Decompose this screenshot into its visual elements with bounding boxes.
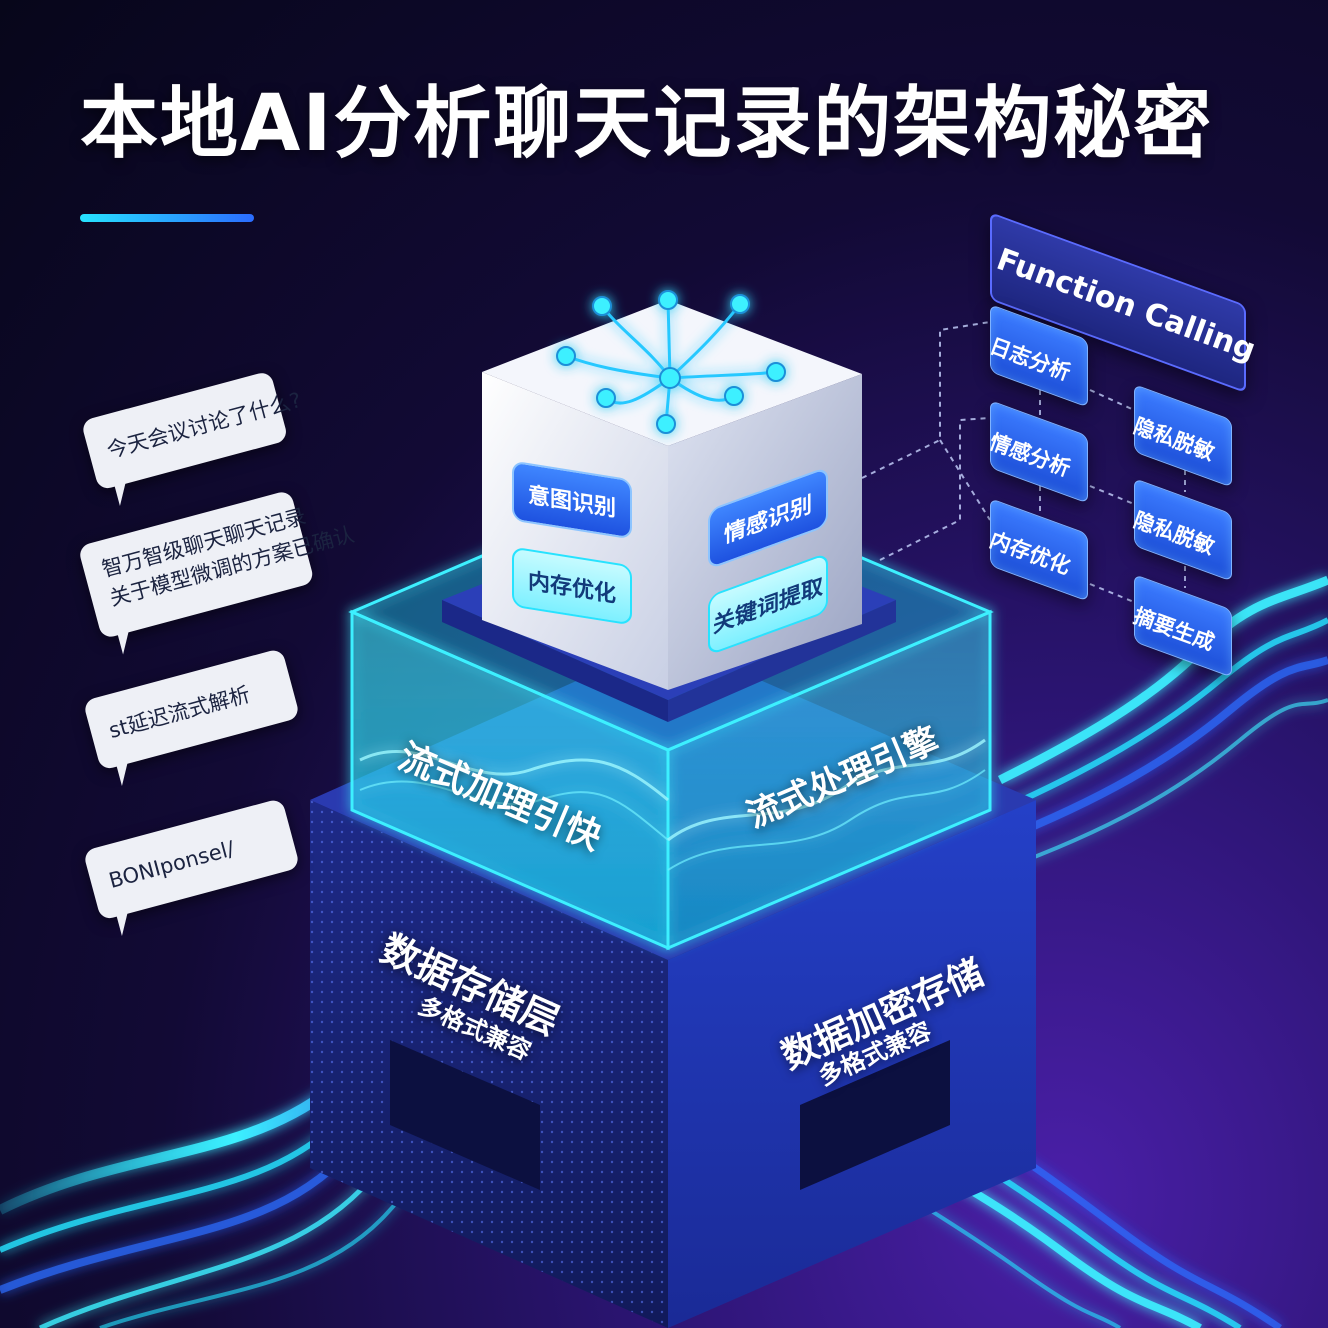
- page-title: 本地AI分析聊天记录的架构秘密: [80, 79, 1214, 169]
- chat-bubble-4-text: BONIponsel/: [106, 836, 237, 893]
- chat-bubble-3-text: st延迟流式解析: [106, 682, 253, 743]
- function-connectors: [861, 321, 1186, 603]
- neural-network-icon: [556, 290, 786, 434]
- title-underline: [80, 214, 254, 222]
